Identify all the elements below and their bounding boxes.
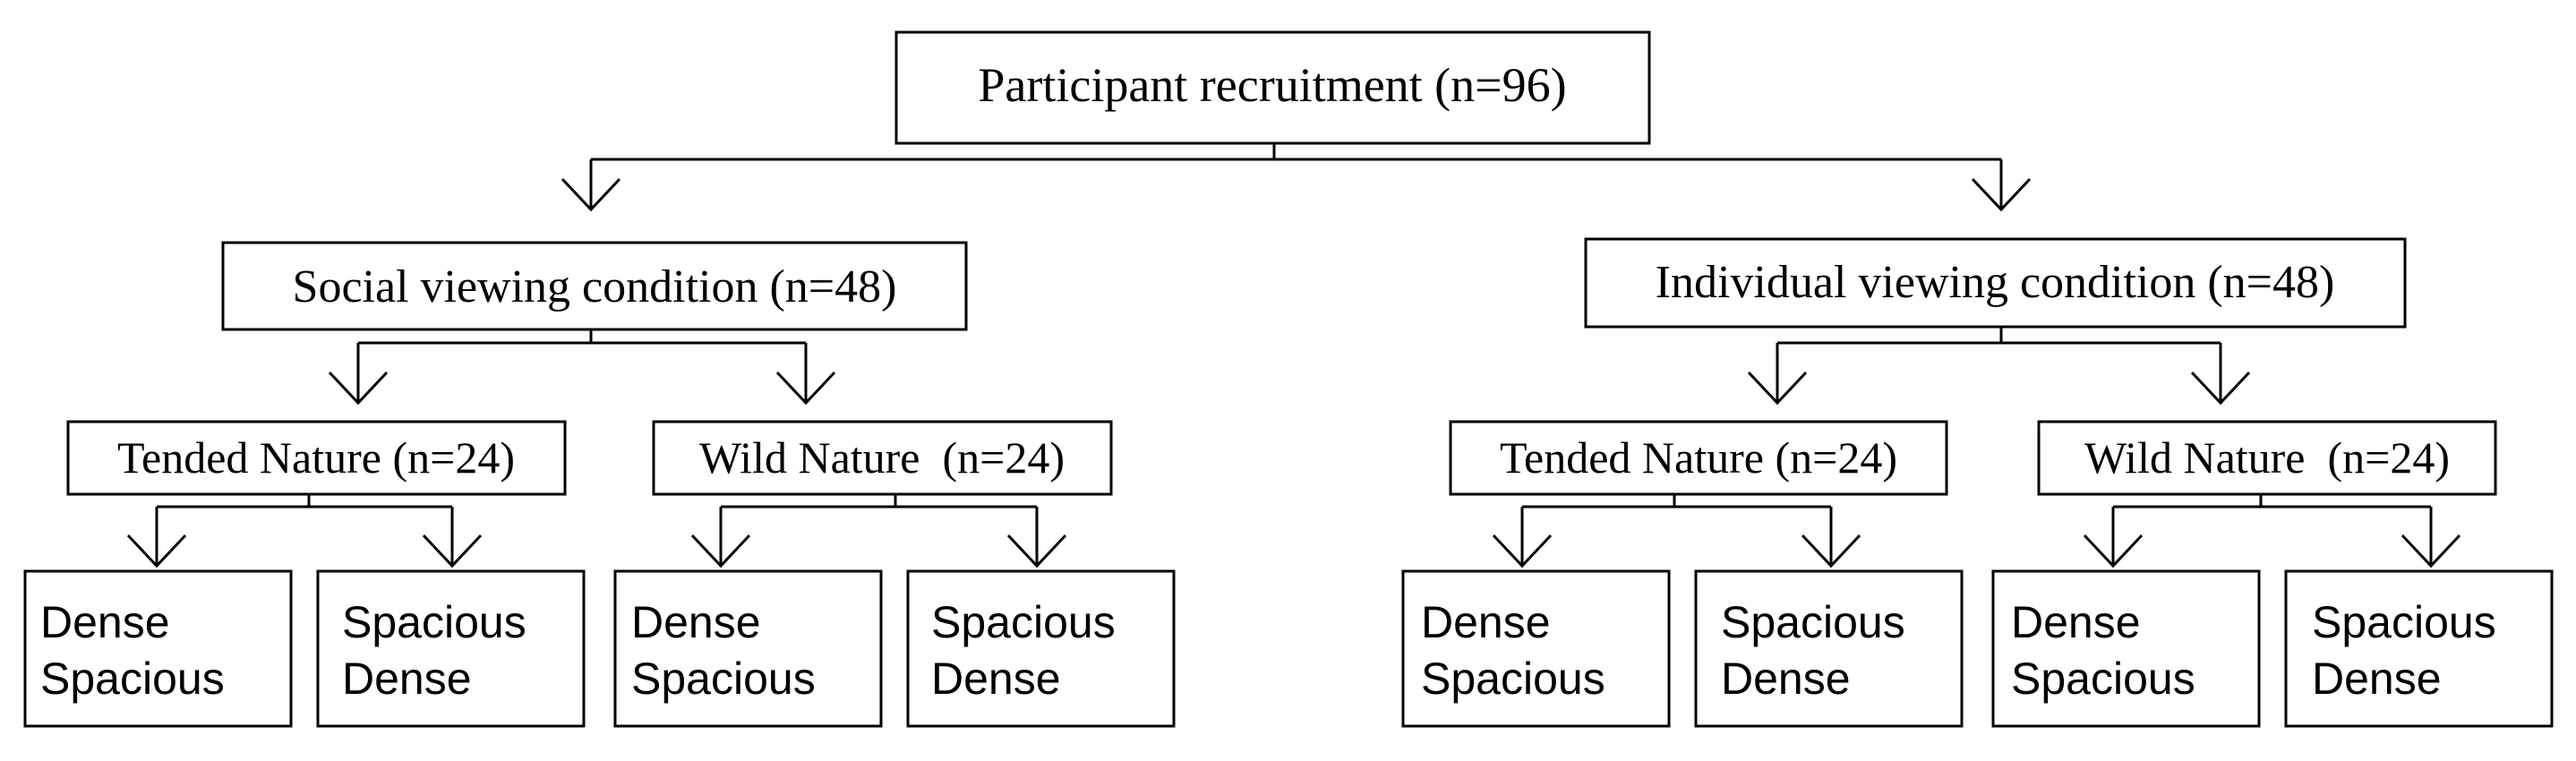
- leaf-line-1: Spacious: [342, 597, 526, 647]
- arrow-to-leaf-2: [422, 534, 483, 569]
- recruitment-label: Participant recruitment (n=96): [978, 58, 1566, 112]
- arrow-to-leaf-6: [1801, 534, 1861, 569]
- arrow-to-leaf-1: [126, 534, 187, 569]
- leaf-line-2: Dense: [1721, 654, 1851, 704]
- leaf-line-2: Spacious: [2011, 654, 2195, 704]
- arrow-to-leaf-3: [690, 534, 751, 569]
- arrow-to-leaf-5: [1492, 534, 1553, 569]
- leaf-node: Spacious Dense: [2284, 569, 2554, 728]
- recruitment-node: Participant recruitment (n=96): [894, 30, 1651, 145]
- condition-label-social: Social viewing condition (n=48): [293, 261, 897, 312]
- arrow-to-tended-social: [328, 371, 389, 406]
- connector-social: [356, 329, 808, 403]
- connector-wild-social: [719, 494, 1039, 566]
- leaf-line-1: Dense: [2011, 597, 2141, 647]
- arrow-to-social: [561, 177, 621, 212]
- arrow-to-leaf-7: [2083, 534, 2144, 569]
- nature-node-tended-social: Tended Nature (n=24): [66, 420, 567, 496]
- connector-recruitment: [589, 143, 2003, 209]
- condition-node-individual: Individual viewing condition (n=48): [1584, 237, 2407, 329]
- arrow-to-leaf-8: [2401, 534, 2461, 569]
- connector-tended-individual: [1520, 494, 1833, 566]
- connector-tended-social: [155, 494, 454, 566]
- nature-node-wild-social: Wild Nature (n=24): [652, 420, 1113, 496]
- leaf-line-1: Spacious: [1721, 597, 1905, 647]
- nature-label-wild-social: Wild Nature (n=24): [699, 432, 1065, 483]
- condition-label-individual: Individual viewing condition (n=48): [1656, 257, 2335, 308]
- condition-node-social: Social viewing condition (n=48): [221, 241, 968, 331]
- leaf-node: Spacious Dense: [906, 569, 1176, 728]
- leaf-line-1: Spacious: [2312, 597, 2496, 647]
- leaf-line-2: Dense: [931, 654, 1061, 704]
- leaf-node: Dense Spacious: [23, 569, 293, 728]
- leaf-line-1: Dense: [631, 597, 761, 647]
- connector-individual: [1776, 327, 2222, 403]
- nature-node-tended-individual: Tended Nature (n=24): [1449, 420, 1948, 496]
- leaf-line-1: Dense: [1421, 597, 1551, 647]
- connector-wild-individual: [2111, 494, 2433, 566]
- arrow-to-leaf-4: [1006, 534, 1067, 569]
- leaf-line-2: Spacious: [631, 654, 816, 704]
- leaf-node: Dense Spacious: [613, 569, 883, 728]
- leaf-node: Dense Spacious: [1401, 569, 1671, 728]
- leaf-line-2: Spacious: [40, 654, 225, 704]
- nature-label-tended-social: Tended Nature (n=24): [117, 432, 515, 483]
- leaf-line-2: Dense: [2312, 654, 2442, 704]
- leaf-node: Dense Spacious: [1991, 569, 2261, 728]
- nature-label-wild-individual: Wild Nature (n=24): [2084, 432, 2450, 483]
- nature-node-wild-individual: Wild Nature (n=24): [2037, 420, 2497, 496]
- leaf-node: Spacious Dense: [1694, 569, 1964, 728]
- leaf-line-2: Spacious: [1421, 654, 1605, 704]
- connectors: [126, 143, 2461, 569]
- leaf-line-1: Dense: [40, 597, 170, 647]
- leaf-node: Spacious Dense: [316, 569, 586, 728]
- leaf-line-2: Dense: [342, 654, 472, 704]
- leaf-line-1: Spacious: [931, 597, 1116, 647]
- nature-label-tended-individual: Tended Nature (n=24): [1500, 432, 1897, 483]
- arrow-to-wild-individual: [2190, 371, 2251, 406]
- arrow-to-wild-social: [775, 371, 836, 406]
- arrow-to-individual: [1971, 177, 2032, 212]
- arrow-to-tended-individual: [1747, 371, 1808, 406]
